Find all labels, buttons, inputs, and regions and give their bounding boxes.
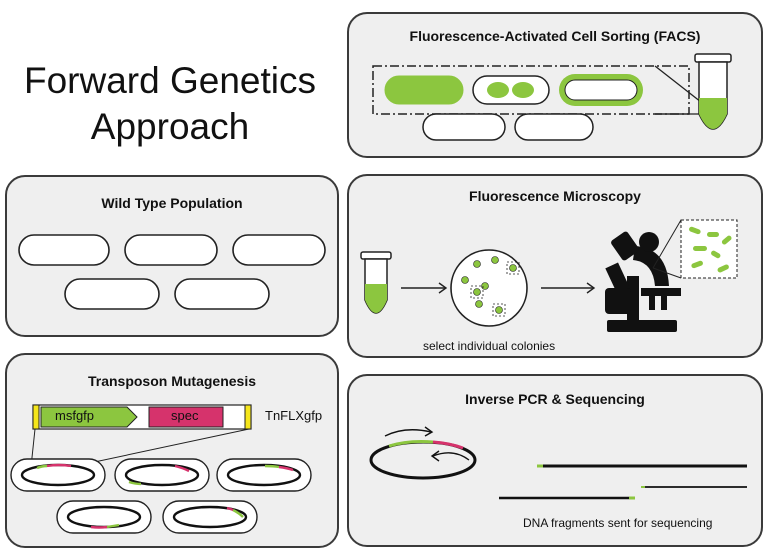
page-title: Forward Genetics Approach bbox=[0, 58, 340, 150]
ipcr-caption: DNA fragments sent for sequencing bbox=[523, 516, 713, 530]
microscopy-panel: Fluorescence Microscopy bbox=[347, 174, 763, 358]
title-line-1: Forward Genetics bbox=[24, 60, 316, 101]
cell bbox=[232, 234, 326, 266]
spec-gene bbox=[148, 406, 224, 428]
wild-type-title: Wild Type Population bbox=[101, 195, 243, 211]
cell bbox=[174, 278, 270, 310]
mutant-cell bbox=[162, 500, 258, 534]
arrow-icon bbox=[401, 282, 448, 294]
transposon-panel: Transposon Mutagenesis bbox=[5, 353, 339, 548]
title-line-2: Approach bbox=[90, 106, 250, 147]
dividing-cell bbox=[472, 75, 550, 105]
inverted-repeat-left bbox=[32, 404, 40, 430]
msfgfp-gene bbox=[40, 406, 138, 428]
primer-arrow-icon bbox=[384, 426, 434, 437]
ipcr-illustration bbox=[369, 426, 747, 500]
msfgfp-label: msfgfp bbox=[55, 408, 95, 423]
microscopy-caption: select individual colonies bbox=[423, 339, 556, 353]
wild-type-panel: Wild Type Population bbox=[5, 175, 339, 337]
mutant-cell bbox=[56, 500, 152, 534]
unsorted-cell bbox=[514, 113, 594, 141]
transposon-illustration bbox=[10, 404, 312, 534]
culture-tube-icon bbox=[360, 251, 392, 314]
collection-tube-icon bbox=[694, 53, 732, 130]
ipcr-title: Inverse PCR & Sequencing bbox=[465, 391, 645, 407]
microscopy-illustration bbox=[360, 219, 738, 332]
green-spot bbox=[512, 82, 534, 98]
green-cell bbox=[384, 75, 464, 105]
magnified-field bbox=[680, 219, 738, 279]
ipcr-panel: Inverse PCR & Sequencing bbox=[347, 374, 763, 547]
facs-panel: Fluorescence-Activated Cell Sorting (FAC… bbox=[347, 12, 763, 158]
microscopy-title: Fluorescence Microscopy bbox=[469, 188, 641, 204]
primer-arrow-icon bbox=[430, 450, 470, 462]
facs-illustration bbox=[372, 53, 732, 141]
arrow-icon bbox=[541, 282, 596, 294]
construct-label: TnFLXgfp bbox=[265, 408, 323, 423]
mutant-cell bbox=[216, 458, 312, 492]
inverted-repeat-right bbox=[244, 404, 252, 430]
transposon-title: Transposon Mutagenesis bbox=[87, 373, 257, 389]
cell bbox=[124, 234, 218, 266]
cell bbox=[64, 278, 160, 310]
wild-type-illustration bbox=[18, 234, 326, 310]
unsorted-cell bbox=[422, 113, 506, 141]
microscope-icon bbox=[605, 231, 681, 332]
mutant-cell bbox=[10, 458, 106, 492]
circular-dna bbox=[369, 440, 477, 480]
cell bbox=[18, 234, 110, 266]
green-spot bbox=[487, 82, 509, 98]
spec-label: spec bbox=[171, 408, 199, 423]
petri-dish-icon bbox=[450, 249, 528, 327]
facs-title: Fluorescence-Activated Cell Sorting (FAC… bbox=[409, 28, 701, 44]
mutant-cell bbox=[114, 458, 210, 492]
